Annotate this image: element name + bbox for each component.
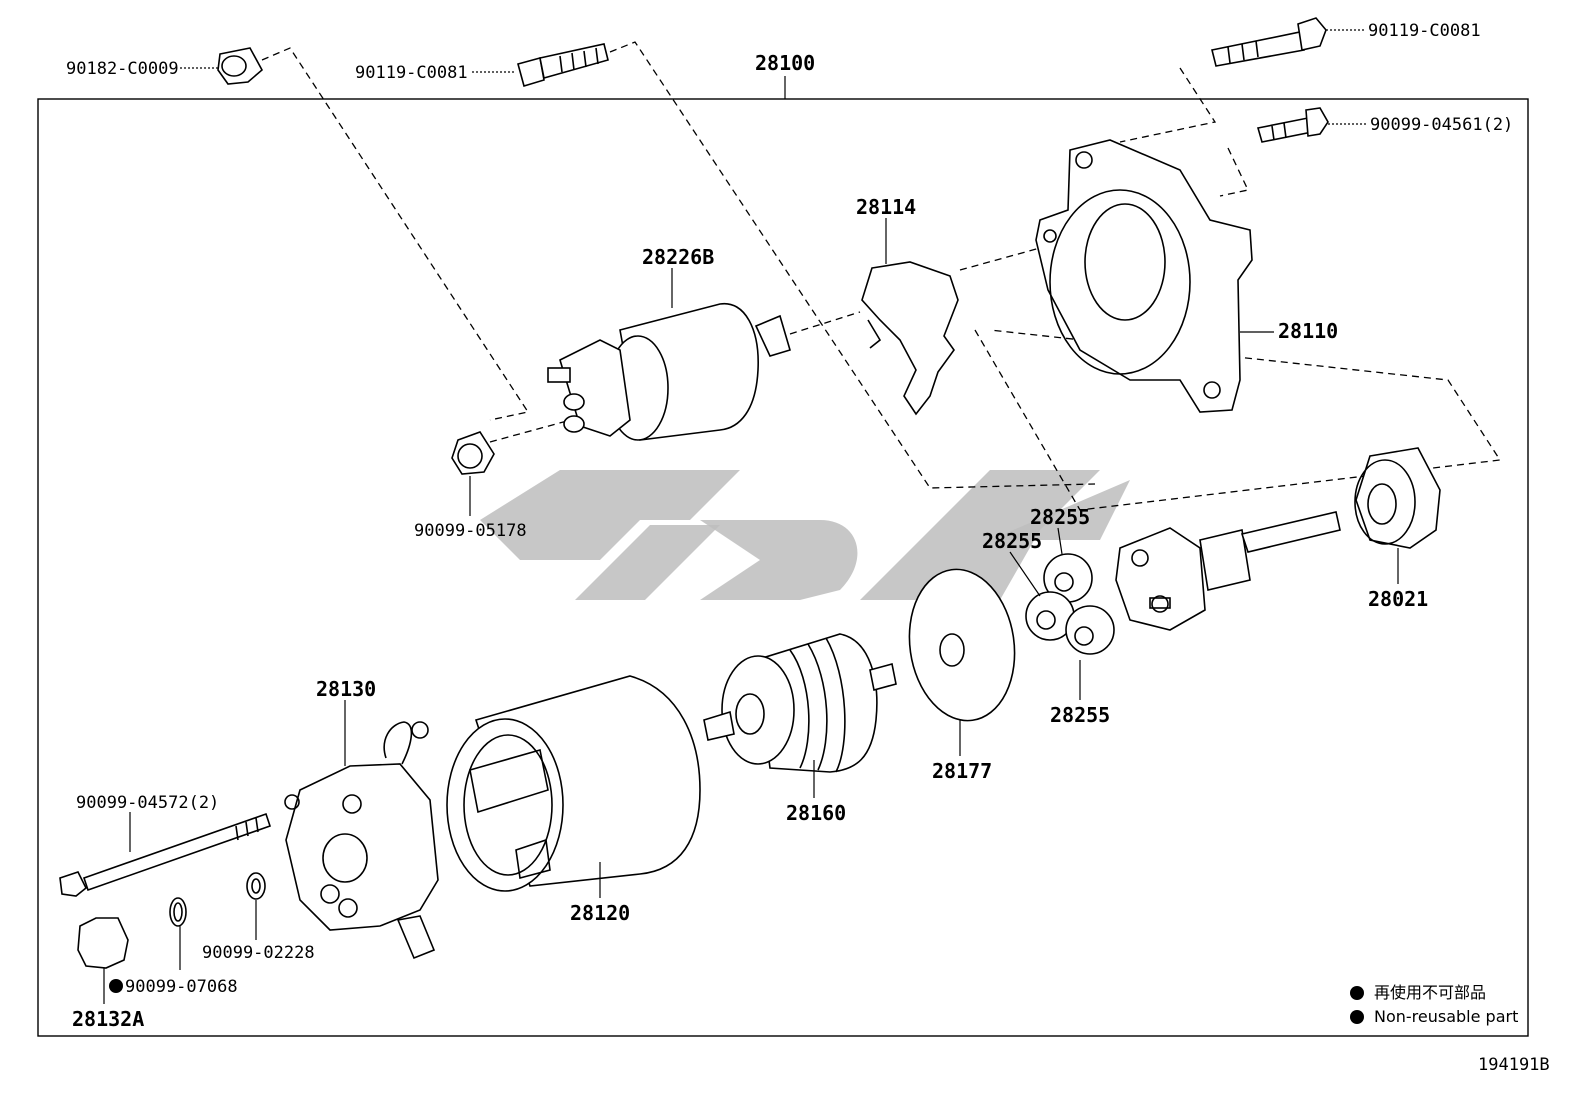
legend-line-1: 再使用不可部品 xyxy=(1374,983,1486,1002)
planetary-carrier-shaft xyxy=(1115,511,1341,631)
cap-28132a[interactable] xyxy=(77,917,129,1004)
label-28130: 28130 xyxy=(316,677,376,701)
ring-90099-07068[interactable] xyxy=(169,897,187,970)
assembly-guide-lines xyxy=(261,41,1502,511)
label-28114: 28114 xyxy=(856,195,916,219)
label-28132a: 28132A xyxy=(72,1007,144,1031)
label-28177: 28177 xyxy=(932,759,992,783)
label-28255-bottom: 28255 xyxy=(1050,703,1110,727)
watermark-logo xyxy=(480,470,1130,600)
planetary-gear-28255-mid[interactable] xyxy=(1025,591,1075,641)
label-90099-07068: 90099-07068 xyxy=(125,977,238,997)
legend-dot-2 xyxy=(1350,1010,1364,1024)
through-bolt-90099-04572[interactable] xyxy=(59,812,272,897)
label-28110: 28110 xyxy=(1278,319,1338,343)
non-reusable-marker-90099-07068 xyxy=(109,979,123,993)
drive-lever-28114[interactable] xyxy=(861,218,959,416)
label-28255-top: 28255 xyxy=(1030,505,1090,529)
pinion-clutch-28021[interactable] xyxy=(1354,447,1441,584)
diagram-id: 194191B xyxy=(1478,1055,1550,1075)
solenoid-28226b[interactable] xyxy=(547,268,791,441)
armature-28160[interactable] xyxy=(703,633,897,798)
washer-90099-02228[interactable] xyxy=(246,872,266,940)
bolt-90099-04561[interactable] xyxy=(1256,107,1368,143)
end-frame-28130[interactable] xyxy=(284,700,439,960)
yoke-28120[interactable] xyxy=(446,675,701,898)
label-28255-mid: 28255 xyxy=(982,529,1042,553)
plate-28177[interactable] xyxy=(900,563,1024,756)
label-28100: 28100 xyxy=(755,51,815,75)
nut-90182-c0009[interactable] xyxy=(180,47,264,85)
legend-dot-1 xyxy=(1350,986,1364,1000)
bolt-90119-c0081-left[interactable] xyxy=(472,43,609,88)
label-28160: 28160 xyxy=(786,801,846,825)
bolt-90119-c0081-right[interactable] xyxy=(1211,17,1366,67)
label-28021: 28021 xyxy=(1368,587,1428,611)
label-28226b: 28226B xyxy=(642,245,714,269)
planetary-gear-28255-bottom[interactable] xyxy=(1065,605,1115,655)
label-90182-c0009: 90182-C0009 xyxy=(66,59,179,79)
legend-line-2: Non-reusable part xyxy=(1374,1007,1518,1026)
label-90099-04561: 90099-04561(2) xyxy=(1370,115,1513,135)
label-90099-02228: 90099-02228 xyxy=(202,943,315,963)
assembly-frame xyxy=(37,98,1529,1037)
label-28120: 28120 xyxy=(570,901,630,925)
label-90119-c0081-right: 90119-C0081 xyxy=(1368,21,1481,41)
housing-28110[interactable] xyxy=(1035,139,1274,413)
label-90099-04572: 90099-04572(2) xyxy=(76,793,219,813)
legend: 再使用不可部品 Non-reusable part xyxy=(1350,983,1518,1026)
label-90119-c0081-left: 90119-C0081 xyxy=(355,63,468,83)
label-90099-05178: 90099-05178 xyxy=(414,521,527,541)
nut-90099-05178[interactable] xyxy=(451,431,495,516)
